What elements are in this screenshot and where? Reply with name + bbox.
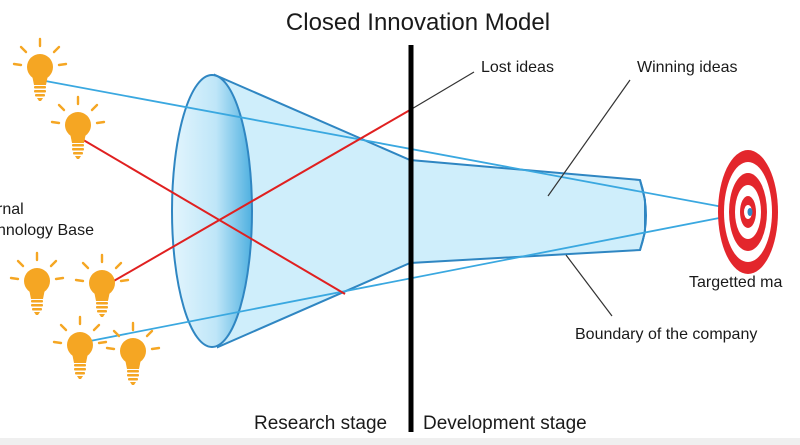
funnel-body — [213, 73, 646, 349]
bottom-border — [0, 438, 800, 445]
label-lost-ideas: Lost ideas — [481, 59, 554, 76]
label-boundary: Boundary of the company — [575, 326, 758, 343]
label-internal-base-2: hnology Base — [0, 222, 94, 239]
label-internal-base-1: rnal — [0, 201, 24, 218]
idea-line-winning-2 — [89, 211, 751, 342]
pointer-boundary — [565, 254, 613, 317]
lightbulb-icon — [74, 253, 130, 319]
funnel-end — [639, 179, 647, 251]
idea-line-winning-1 — [39, 79, 751, 213]
lightbulb-icon — [12, 37, 68, 103]
label-development-stage: Development stage — [423, 413, 587, 434]
pointer-lost-ideas — [409, 71, 475, 111]
funnel-mouth — [171, 74, 253, 348]
lightbulb-icon — [52, 315, 108, 381]
idea-line-lost-1 — [79, 137, 346, 295]
diagram-title: Closed Innovation Model — [285, 9, 551, 36]
idea-line-lost-2 — [111, 109, 411, 283]
pointer-winning-ideas — [547, 79, 631, 197]
target-icon — [718, 150, 778, 274]
lightbulb-icon — [9, 251, 65, 317]
label-targeted-market: Targetted ma — [689, 274, 783, 291]
label-research-stage: Research stage — [254, 413, 388, 434]
label-winning-ideas: Winning ideas — [637, 59, 738, 76]
lightbulb-icon — [50, 95, 106, 161]
